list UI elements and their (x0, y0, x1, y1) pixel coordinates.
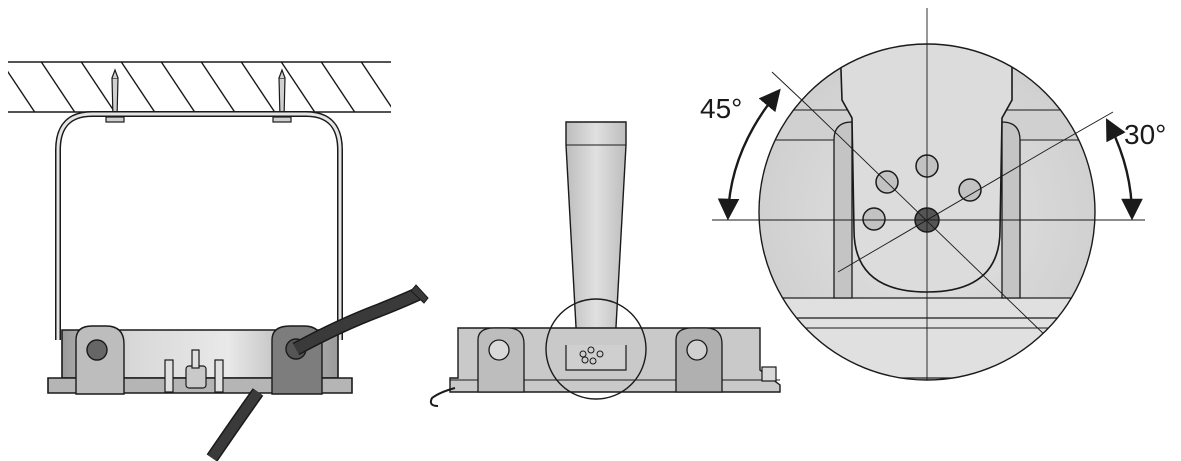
angle-45-label: 45° (700, 93, 742, 124)
screw-left (105, 68, 125, 123)
bracket-front-view (429, 121, 781, 407)
power-cable (206, 284, 429, 461)
angle-30-label: 30° (1124, 119, 1166, 150)
detail-callout-circle (545, 298, 647, 400)
screw-right (272, 68, 292, 123)
hole (958, 178, 982, 202)
angle-45-arrow (717, 88, 781, 221)
ceiling (8, 61, 391, 113)
wire-bracket (55, 111, 343, 340)
angle-30-arrow (1106, 118, 1143, 221)
mount-base (47, 325, 353, 395)
hole-pattern-detail: 45° 30° (700, 8, 1166, 381)
ceiling-mount-view (8, 61, 429, 461)
bracket-base (429, 327, 781, 407)
hole (862, 207, 886, 231)
mount-arm (565, 121, 627, 346)
